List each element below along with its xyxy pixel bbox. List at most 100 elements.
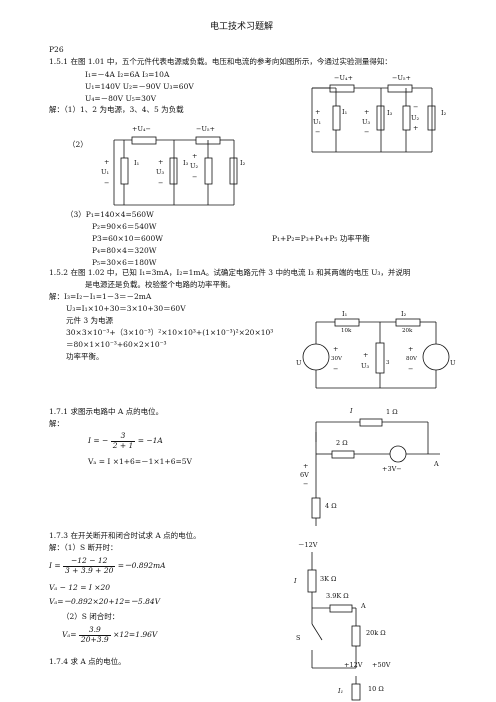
solution-152-line-3: 元件 3 为电源 [66,316,114,325]
fig101b-u3p: + [158,158,164,166]
fig101b-i3: I₃ [183,159,189,167]
eq-173-1-den: 3 + 3.9 + 20 [65,565,114,575]
power-balance: P₁+P₂=P₃+P₄+P₅ 功率平衡 [272,234,370,243]
fig171-r1: 1 Ω [386,408,398,416]
fig101b-u1m: − [104,179,110,187]
eq-171-1-right: = −1A [137,436,163,446]
fig171-6v-minus: − [303,480,309,488]
problem-151-head: 1.5.1 在图 1.01 中，五个元件代表电源或负载。电压和电流的参考向如图所… [49,57,392,66]
fig101b-i2: I₂ [240,159,246,167]
fig102-u3: U₃ [361,362,370,370]
fig102-i2: I₂ [401,310,407,318]
fig101b-u2p: + [192,152,198,160]
fig101a-u1: U₁ [313,118,322,126]
given-line-2: U₁=140V U₂=－90V U₃=60V [85,82,194,91]
eq-173-1-num: −12 − 12 [63,556,116,567]
fig101b-u1p: + [104,158,110,166]
equation-171-1: I = − 3 2 + 1 = −1A [88,431,163,450]
power-line-5: P₅=30×6＝180W [92,258,157,267]
fig171-i: I [350,407,353,415]
problem-171-head: 1.7.1 求图示电路中 A 点的电位。 [49,407,164,416]
fig173-pos12v: +12V [344,661,363,669]
problem-174-head: 1.7.4 求 A 点的电位。 [49,657,126,666]
solution-151-2: （2） [68,140,88,149]
solution-152-line-5: ＝80×1×10⁻³+60×2×10⁻³ [66,340,167,349]
fig102-30v-minus: − [333,365,339,373]
fig173-r3k: 3K Ω [320,575,337,583]
page-title: 电工技术习题解 [210,22,274,32]
given-line-1: I₁=－4A I₂=6A I₃=10A [85,70,170,79]
equation-171-2: Vₐ = I ×1+6=－1×1+6=5V [88,457,192,466]
fig171-6v-plus: + [303,462,309,470]
fig101b-u2m: − [192,173,198,181]
fig101b-i1: I₁ [134,159,140,167]
fig101b-u5-label: −U₅+ [196,125,215,133]
problem-173-head: 1.7.3 在开关断开和闭合时试求 A 点的电位。 [49,531,201,540]
fig102-30v: 30V [331,356,342,362]
solution-151-1: 解：（1）1、2 为电源，3、4、5 为负载 [49,105,184,114]
fig174-r10: 10 Ω [368,685,384,693]
fig102-30v-plus: + [333,345,339,353]
fig101a-i3: I₃ [387,109,393,117]
solution-152-line-2: U₃=I₁×10+30＝3×10+30＝60V [66,304,186,313]
eq-173-4-left: Vₐ= [62,630,77,640]
power-line-3: P3=60×10＝600W [92,234,163,243]
eq-173-4-num: 3.9 [78,625,111,636]
fig101a-u1p: + [315,108,321,116]
fig101a-i2: I₂ [441,109,447,117]
fig102-u-left: U [296,359,302,367]
fig101a-u1m: − [315,128,321,136]
power-line-2: P₂=90×6＝540W [92,222,157,231]
fig102-u3-plus: + [363,351,369,359]
fig171-6v: 6V [300,471,309,479]
eq-173-1-right: =－0.892mA [117,561,166,571]
fig171-r2: 2 Ω [336,439,348,447]
fig101b-u3m: − [158,179,164,187]
fig102-r1: 10k [341,328,352,334]
fig101a-i1: I₁ [342,108,348,116]
fig102-r2: 20k [402,328,413,334]
eq-171-1-num: 3 [110,431,136,442]
fig102-u-right: U [450,359,456,367]
equation-173-1: I = −12 − 12 3 + 3.9 + 20 =－0.892mA [49,556,166,575]
problem-152-head-2: 是电源还是负载。校验整个电路的功率平衡。 [85,280,235,289]
eq-173-1-left: I = [49,561,61,571]
fig101a-u3m: − [364,128,370,136]
equation-173-3: Vₐ=－0.892×20+12=－5.84V [49,597,161,606]
power-head: （3）P₁=140×4=560W [66,210,154,219]
fig173-node-a: A [361,602,366,610]
fig173-r39k: 3.9K Ω [326,592,349,600]
fig102-element-3: 3 [386,360,390,366]
fig101a-u2p: + [413,124,419,132]
fig102-i1: I₁ [342,310,348,318]
fig102-80v-plus: + [408,345,414,353]
fig171-r4: 4 Ω [325,502,337,510]
eq-173-4-fraction: 3.9 20+3.9 [78,625,111,644]
figure-101-left-circuit [113,136,238,206]
figure-173-circuit [307,552,361,669]
fig101a-u2m: − [413,103,419,111]
fig101a-u5-label: −U₅+ [392,74,411,82]
solution-152-line-4: 30×3×10⁻³+（3×10⁻³）²×10×10³+(1×10⁻³)²×20×… [66,328,274,337]
equation-173-2: Vₐ − 12 = I ×20 [49,583,111,592]
fig171-node-a: A [434,460,439,468]
fig102-80v: 80V [406,356,417,362]
page-code: P26 [49,45,64,54]
fig174-50v: +50V [372,661,391,669]
fig171-3v: +3V− [382,465,402,473]
given-line-3: U₄=－80V U₅=30V [85,94,157,103]
fig101b-u3: U₃ [156,168,165,176]
fig101b-u2: U₂ [190,162,199,170]
problem-152-head-1: 1.5.2 在图 1.02 中，已知 I₁=3mA，I₂=1mA。试确定电路元件… [49,268,411,277]
figure-174-circuit [351,676,361,701]
power-line-4: P₄=80×4＝320W [92,246,157,255]
eq-173-4-right: ×12=1.96V [113,630,158,640]
eq-171-1-den: 2 + 1 [112,440,134,450]
fig101b-u4-label: +U₄− [132,125,151,133]
solution-173-2: （2）S 闭合时： [62,612,120,621]
fig101b-u1: U₁ [101,168,110,176]
solution-152-line-1: 解：I₃=I₂－I₁=1－3＝－2mA [49,292,152,301]
fig173-switch-s: S [296,634,301,642]
eq-173-4-den: 20+3.9 [80,634,109,644]
fig101a-u3: U₃ [362,118,371,126]
